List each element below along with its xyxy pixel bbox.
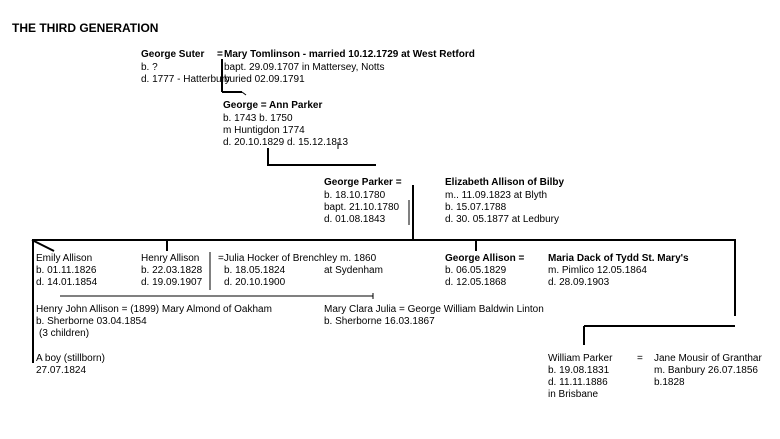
spouse-julia-birth: b. 18.05.1824 [224,265,286,276]
g3-husband-death: d. 01.08.1843 [324,214,386,225]
g2-deaths: d. 20.10.1829 d. 15.12.1813 [223,137,349,148]
g3-wife-death: d. 30. 05.1877 at Ledbury [445,214,559,225]
g3-wife-birth: b. 15.07.1788 [445,202,507,213]
g1-husband-birth: b. ? [141,62,158,73]
g1-equals: = [217,49,223,60]
g1-wife-marriage: Mary Tomlinson - married 10.12.1729 at W… [224,49,475,60]
g3-husband: George Parker = [324,177,402,188]
spouse-julia-death: d. 20.10.1900 [224,277,286,288]
g2-marriage: m Huntigdon 1774 [223,125,305,136]
g3-wife: Elizabeth Allison of Bilby [445,177,565,188]
child-emily-birth: b. 01.11.1826 [36,265,97,276]
child-george-birth: b. 06.05.1829 [445,265,507,276]
grandchild-william-name: William Parker [548,353,613,364]
grandchild-mary-clara-birth: b. Sherborne 16.03.1867 [324,316,435,327]
grandchild-william-place: in Brisbane [548,389,599,400]
g2-births: b. 1743 b. 1750 [223,113,293,124]
grandchild-william-birth: b. 19.08.1831 [548,365,610,376]
child-emily-death: d. 14.01.1854 [36,277,98,288]
page-title: THE THIRD GENERATION [12,21,159,35]
connector-g1-tick [241,91,247,96]
g3-husband-baptism: bapt. 21.10.1780 [324,202,400,213]
grandchild-henry-john-line: Henry John Allison = (1899) Mary Almond … [36,304,272,315]
spouse-maria-name: Maria Dack of Tydd St. Mary's [548,253,689,264]
spouse-jane-name: Jane Mousir of Granthar [654,353,762,364]
connector-emily-drop [31,239,55,252]
spouse-julia-name: =Julia Hocker of Brenchley m. 1860 [218,253,377,264]
spouse-jane-birth: b.1828 [654,377,685,388]
child-emily-name: Emily Allison [36,253,93,264]
g3-husband-birth: b. 18.10.1780 [324,190,386,201]
g3-wife-marriage: m.. 11.09.1823 at Blyth [445,190,548,201]
grandchild-boy-date: 27.07.1824 [36,365,87,376]
g1-wife-burial: buried 02.09.1791 [224,74,305,85]
grandchild-mary-clara-line: Mary Clara Julia = George William Baldwi… [324,304,544,315]
g1-wife-baptism: bapt. 29.09.1707 in Mattersey, Notts [224,62,385,73]
grandchild-henry-john-children: (3 children) [39,328,90,339]
child-george-name: George Allison = [445,253,525,264]
grandchild-william-equals: = [637,353,643,364]
g1-husband-name: George Suter [141,49,205,60]
child-george-death: d. 12.05.1868 [445,277,507,288]
spouse-maria-marriage: m. Pimlico 12.05.1864 [548,265,647,276]
grandchild-william-death: d. 11.11.1886 [548,377,608,388]
child-henry-name: Henry Allison [141,253,200,264]
spouse-jane-marriage: m. Banbury 26.07.1856 [654,365,758,376]
spouse-maria-death: d. 28.09.1903 [548,277,610,288]
spouse-julia-place: at Sydenham [324,265,383,276]
grandchild-boy-name: A boy (stillborn) [36,353,105,364]
grandchild-henry-john-birth: b. Sherborne 03.04.1854 [36,316,147,327]
g1-husband-death: d. 1777 - Hatterbury [141,74,230,85]
g2-couple: George = Ann Parker [223,100,323,111]
child-henry-birth: b. 22.03.1828 [141,265,203,276]
child-henry-death: d. 19.09.1907 [141,277,203,288]
